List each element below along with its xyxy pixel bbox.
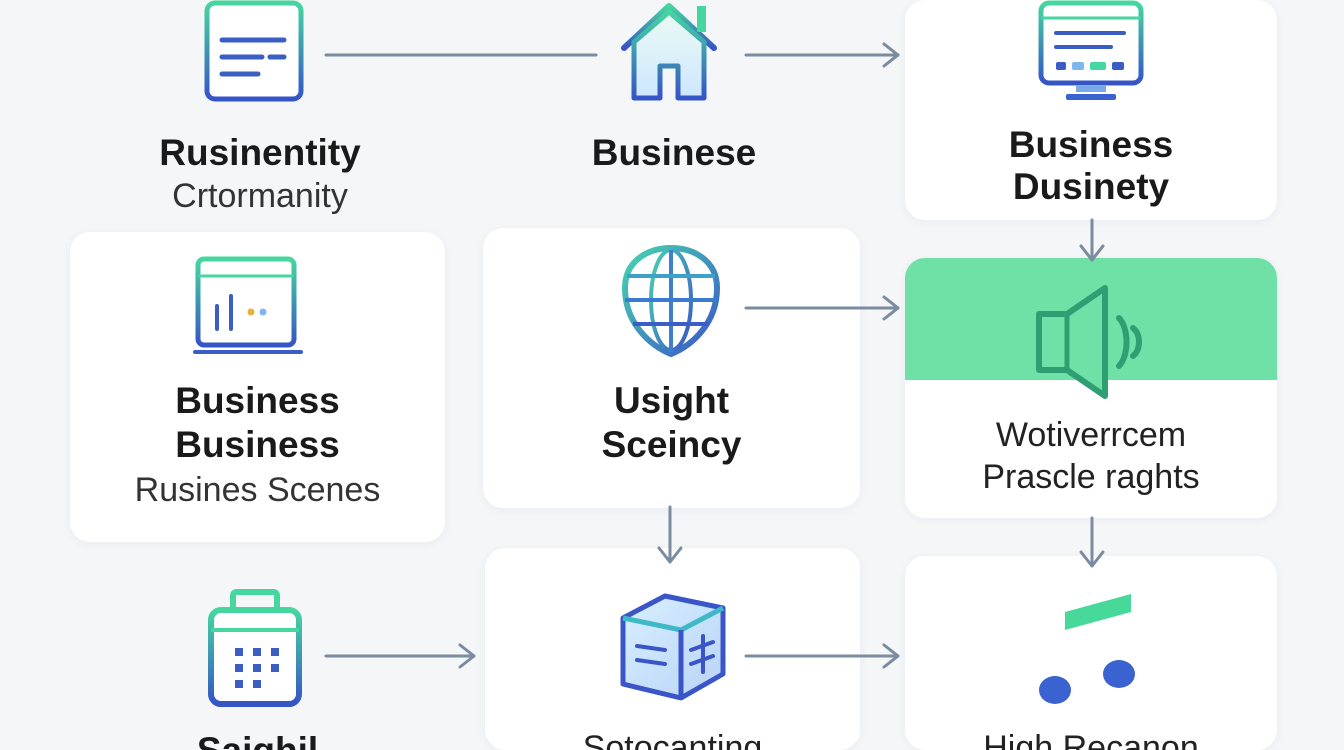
node-sotocanting: Sotocanting — [485, 548, 860, 750]
home-icon — [621, 3, 717, 101]
node-title: Dusinety — [1012, 166, 1170, 207]
node-business-dusinety: Business Dusinety — [905, 0, 1277, 220]
node-high-recanon: High Recanon — [905, 556, 1277, 750]
node-title: Saighil — [70, 728, 445, 750]
arrow-connector — [657, 505, 683, 564]
node-saighil: Saighil — [70, 560, 445, 750]
node-title: Business — [1008, 124, 1174, 165]
node-subtitle: Prascle raghts — [982, 458, 1200, 496]
node-subtitle: Crtormanity — [172, 177, 348, 215]
node-rusinentity: Rusinentity Crtormanity — [70, 0, 450, 225]
arrow-connector — [1079, 516, 1105, 568]
node-title: Usight — [613, 380, 730, 421]
arrow-connector — [324, 643, 476, 669]
monitor-icon — [1038, 0, 1144, 100]
node-subtitle: High Recanon — [983, 729, 1199, 750]
arrow-connector — [744, 643, 900, 669]
node-title: Rusinentity — [159, 132, 361, 173]
node-subtitle: Rusines Scenes — [134, 471, 381, 509]
node-business-scenes: Business Business Rusines Scenes — [70, 232, 445, 542]
node-wotiverrcem: Wotiverrcem Prascle raghts — [905, 258, 1277, 518]
node-usight-sceincy: Usight Sceincy — [483, 228, 860, 508]
analytics-icon — [193, 256, 303, 354]
music-note-icon — [1039, 594, 1135, 704]
cube-icon — [620, 593, 726, 701]
arrow-connector — [1079, 218, 1105, 262]
speaker-icon — [1036, 285, 1142, 399]
node-subtitle: Wotiverrcem — [995, 416, 1187, 454]
globe-shield-icon — [621, 244, 721, 358]
node-title: Businese — [591, 132, 757, 173]
node-subtitle: Sotocanting — [582, 729, 763, 750]
arrow-connector — [744, 295, 900, 321]
node-title: Business — [175, 380, 340, 421]
node-businese: Businese — [488, 0, 860, 225]
node-title: Sceincy — [601, 424, 742, 465]
calendar-icon — [208, 589, 302, 707]
web-form-icon — [204, 0, 304, 102]
node-title: Business — [175, 424, 340, 465]
arrow-connector — [744, 42, 900, 68]
